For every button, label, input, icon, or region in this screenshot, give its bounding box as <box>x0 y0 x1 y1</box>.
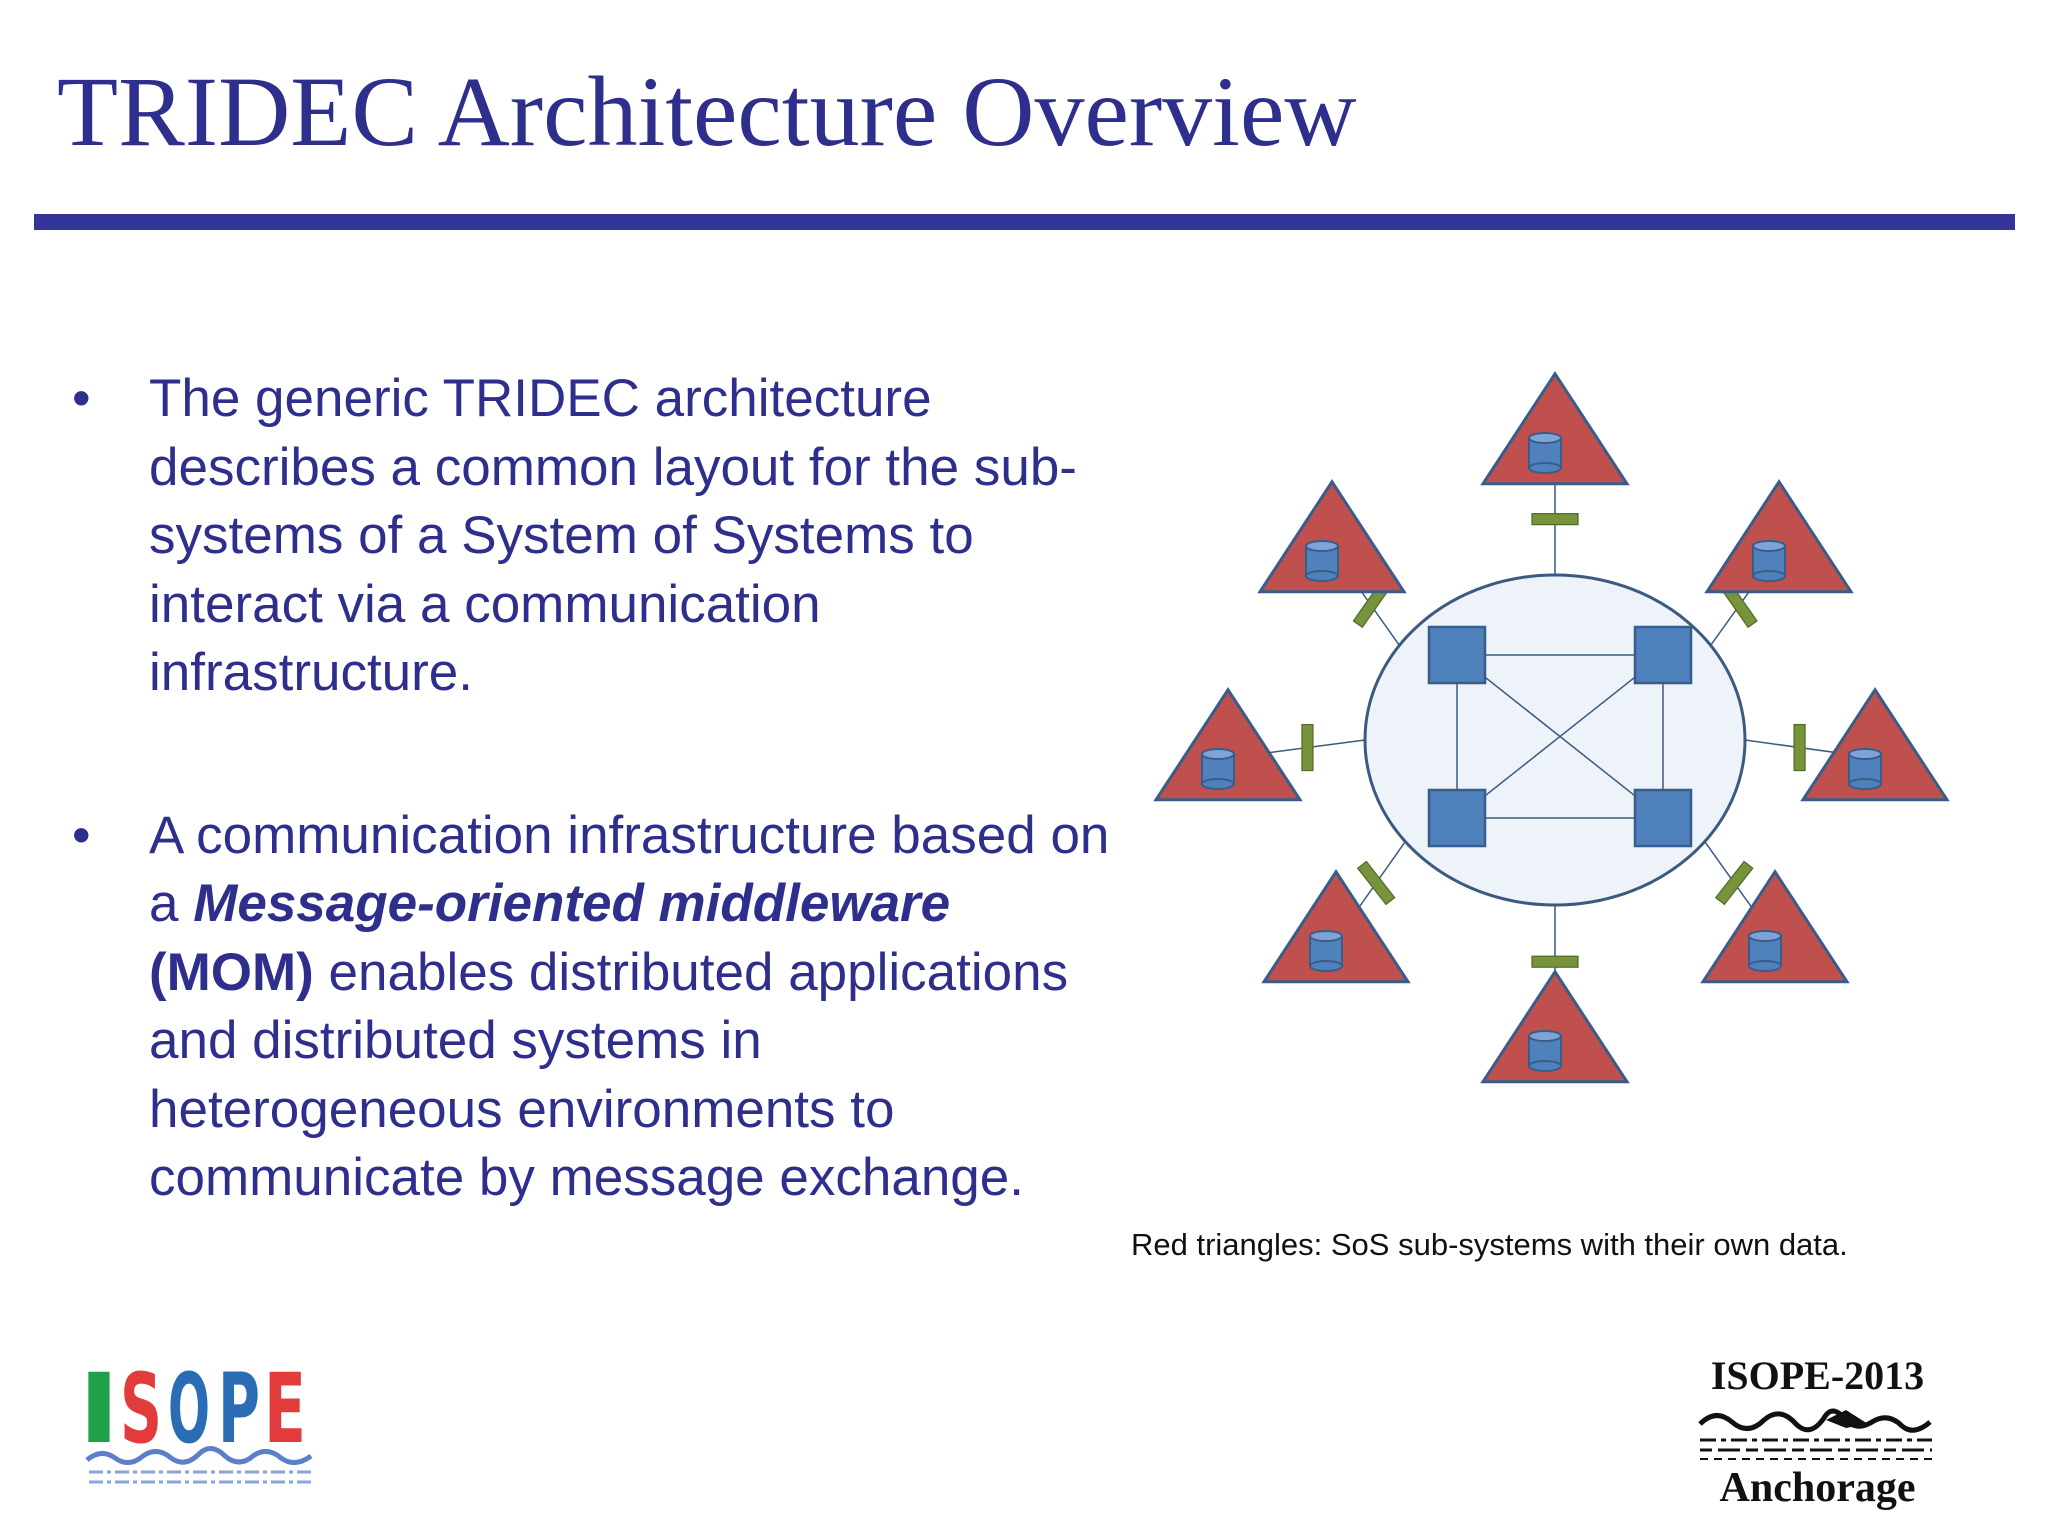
database-icon-base <box>1201 778 1235 790</box>
bullet-abbreviation: (MOM) <box>149 942 314 1002</box>
bullet-text: The generic TRIDEC architecture describe… <box>149 369 1077 702</box>
subsystem-triangle <box>1700 869 1850 984</box>
database-icon-top <box>1748 930 1782 942</box>
architecture-diagram <box>1153 371 1950 1084</box>
middleware-node <box>1427 625 1487 685</box>
bullet-item-2: • A communication infrastructure based o… <box>60 802 1110 1213</box>
conference-city: Anchorage <box>1719 1465 1916 1511</box>
title-underline <box>34 214 2015 230</box>
subsystem-triangle <box>1704 479 1854 594</box>
isope-logo-letter: P <box>218 1360 260 1465</box>
isope-logo-letter: E <box>264 1360 306 1465</box>
database-icon-base <box>1748 960 1782 972</box>
subsystem-triangle <box>1480 969 1630 1084</box>
bullet-list: • The generic TRIDEC architecture descri… <box>60 365 1110 1213</box>
connector-interface <box>1301 723 1314 772</box>
connector-interface <box>1793 723 1806 772</box>
bullet-item-1: • The generic TRIDEC architecture descri… <box>60 365 1110 708</box>
isope-logo-letter: S <box>120 1360 162 1465</box>
connector-interface <box>1356 860 1396 906</box>
middleware-node <box>1633 625 1693 685</box>
middleware-node <box>1427 788 1487 848</box>
database-icon-base <box>1752 570 1786 582</box>
subsystem-triangle <box>1261 869 1411 984</box>
subsystem-triangle <box>1153 687 1303 802</box>
wave-icon <box>1698 1408 1932 1460</box>
bullet-emphasis: Message-oriented middleware <box>193 874 951 933</box>
subsystem-triangle <box>1800 687 1950 802</box>
conference-name: ISOPE-2013 <box>1710 1353 1925 1398</box>
connector-interface <box>1714 860 1754 906</box>
database-icon-top <box>1528 432 1562 444</box>
hub-link <box>1456 654 1664 819</box>
diagram-caption: Red triangles: SoS sub-systems with thei… <box>1131 1227 1848 1262</box>
connector-interface <box>1531 955 1579 968</box>
isope-logo-letter: O <box>168 1360 210 1465</box>
database-icon-top <box>1848 748 1882 760</box>
isope-wave <box>85 1446 313 1465</box>
connector-interface <box>1531 513 1579 526</box>
subsystem-triangle <box>1257 479 1407 594</box>
database-icon-top <box>1528 1030 1562 1042</box>
bullet-marker: • <box>72 805 91 865</box>
database-icon-base <box>1309 960 1343 972</box>
subsystem-triangle <box>1480 371 1630 486</box>
database-icon-base <box>1528 1060 1562 1072</box>
database-icon-base <box>1528 462 1562 474</box>
middleware-node <box>1633 788 1693 848</box>
isope-logo-letter: I <box>85 1360 120 1465</box>
bullet-text-end: enables distributed applications and dis… <box>149 942 1069 1208</box>
database-icon-base <box>1848 778 1882 790</box>
database-icon-base <box>1305 570 1339 582</box>
bullet-marker: • <box>72 369 91 428</box>
database-icon-top <box>1309 930 1343 942</box>
conference-logo: ISOPE-2013 Anchorage <box>1690 1352 1945 1517</box>
slide-title: TRIDEC Architecture Overview <box>57 56 1357 167</box>
database-icon-top <box>1752 540 1786 552</box>
database-icon-top <box>1305 540 1339 552</box>
bullet-text-start: A communication infrastructure based on … <box>149 805 1110 934</box>
database-icon-top <box>1201 748 1235 760</box>
